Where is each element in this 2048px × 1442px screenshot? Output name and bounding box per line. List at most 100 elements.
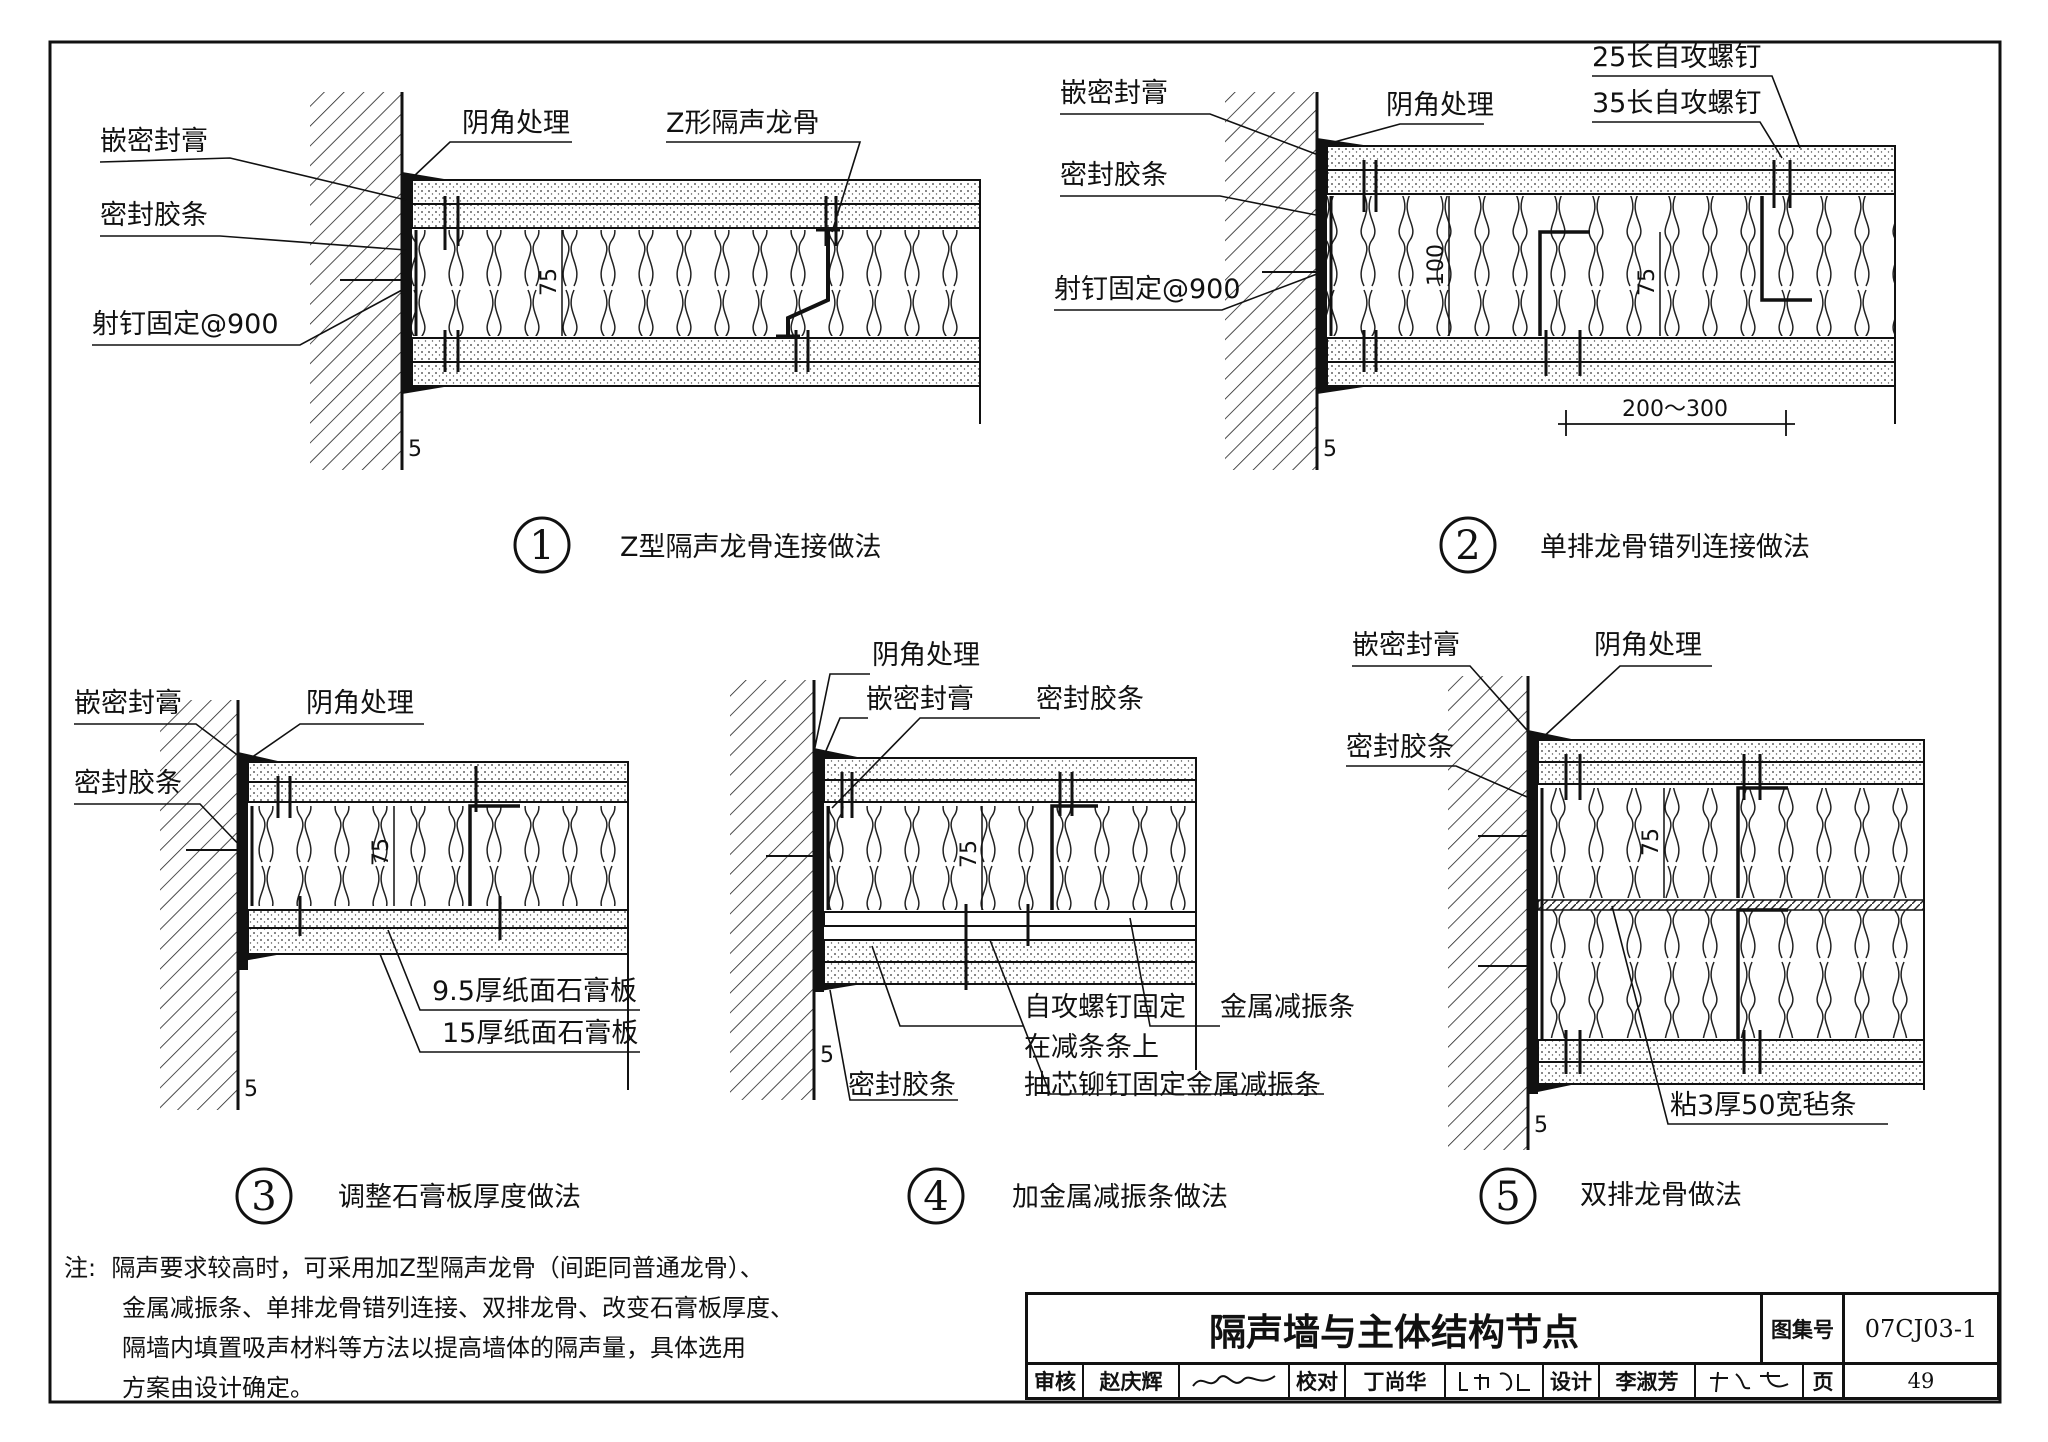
dim-text: 5	[1534, 1113, 1548, 1138]
note-first-line: 注: 隔声要求较高时，可采用加Z型隔声龙骨（间距同普通龙骨）、	[64, 1248, 934, 1288]
label: 35长自攻螺钉	[1592, 88, 1761, 119]
detail-number: 2	[1455, 523, 1480, 569]
dim-text: 5	[1323, 437, 1337, 462]
stud	[1538, 230, 1590, 336]
review-label: 审核	[1028, 1365, 1084, 1397]
stud	[1736, 908, 1788, 1040]
label: 嵌密封膏	[1352, 630, 1460, 661]
checker-name: 丁尚华	[1346, 1365, 1446, 1397]
dim-text: 75	[537, 268, 562, 296]
felt-strip	[1537, 899, 1925, 911]
note-line: 金属减振条、单排龙骨错列连接、双排龙骨、改变石膏板厚度、	[122, 1294, 794, 1322]
dim-text: 75	[1635, 268, 1660, 296]
label: 嵌密封膏	[1060, 78, 1168, 109]
label: 阴角处理	[872, 640, 980, 671]
dim-text: 5	[408, 437, 422, 462]
label: Z形隔声龙骨	[666, 108, 820, 139]
detail-caption: 加金属减振条做法	[1012, 1182, 1228, 1213]
concrete-wall	[730, 680, 814, 1100]
detail-4: 75 5 阴角处理 嵌密封膏 密封胶条 自攻螺钉固定 在减条条上 金属减振条 抽…	[730, 640, 1355, 1225]
sound-insulation-wool	[412, 230, 980, 336]
stud	[1760, 196, 1812, 302]
label: 密封胶条	[1060, 160, 1168, 191]
detail-number: 5	[1495, 1174, 1520, 1220]
sound-insulation-wool	[1538, 788, 1924, 898]
sealing-strip	[1317, 140, 1327, 390]
detail-caption: 单排龙骨错列连接做法	[1540, 532, 1810, 563]
label: 阴角处理	[1594, 630, 1702, 661]
label: 9.5厚纸面石膏板	[432, 976, 637, 1007]
designer-name: 李淑芳	[1600, 1365, 1696, 1397]
label: 嵌密封膏	[100, 126, 208, 157]
label: 抽芯铆钉固定金属减振条	[1024, 1070, 1321, 1101]
sound-insulation-wool	[248, 806, 628, 906]
drawing-title: 隔声墙与主体结构节点	[1028, 1295, 1763, 1365]
dim-text: 200～300	[1622, 397, 1728, 422]
label: 嵌密封膏	[74, 688, 182, 719]
label: 自攻螺钉固定	[1024, 992, 1186, 1023]
checker-signature	[1446, 1365, 1544, 1397]
concrete-wall	[1448, 676, 1528, 1150]
stud	[1736, 786, 1788, 898]
detail-number-circle	[513, 516, 571, 574]
design-label: 设计	[1544, 1365, 1600, 1397]
detail-2: 100 75 200～300 5 嵌密封膏 密封胶条 射钉固定@900 阴角处理…	[1054, 42, 1896, 574]
sound-insulation-wool	[1327, 196, 1895, 336]
label: 密封胶条	[74, 768, 182, 799]
dim-text: 5	[820, 1043, 834, 1068]
detail-5: 75 5 嵌密封膏 密封胶条 阴角处理 粘3厚50宽毡条 5 双排龙骨做法	[1346, 630, 1925, 1225]
label: 阴角处理	[462, 108, 570, 139]
concrete-wall	[160, 700, 238, 1110]
detail-1: 75 5 嵌密封膏 密封胶条 射钉固定@900 阴角处理 Z形隔声龙骨 1 Z型…	[92, 92, 981, 574]
note-line: 方案由设计确定。	[122, 1374, 314, 1402]
reviewer-name: 赵庆辉	[1084, 1365, 1180, 1397]
label: 金属减振条	[1220, 992, 1355, 1023]
label: 15厚纸面石膏板	[442, 1018, 638, 1049]
detail-caption: Z型隔声龙骨连接做法	[620, 532, 882, 563]
check-label: 校对	[1290, 1365, 1346, 1397]
detail-3: 75 5 嵌密封膏 密封胶条 阴角处理 9.5厚纸面石膏板 15厚纸面石膏板 3…	[74, 688, 640, 1225]
title-block: 隔声墙与主体结构节点 图集号 07CJ03-1 审核 赵庆辉 校对 丁尚华 设计…	[1025, 1292, 2000, 1400]
label: 密封胶条	[1346, 732, 1454, 763]
detail-number-circle	[1479, 1167, 1537, 1225]
label: 阴角处理	[1386, 90, 1494, 121]
z-stud	[786, 230, 830, 336]
dim-text: 75	[1639, 828, 1664, 856]
sealing-strip	[814, 752, 824, 992]
note-prefix: 注:	[64, 1254, 97, 1282]
sheet-border	[48, 40, 2002, 1404]
page-number: 49	[1907, 1369, 1935, 1393]
label: 密封胶条	[100, 200, 208, 231]
stud	[1050, 804, 1098, 910]
label: 密封胶条	[1036, 684, 1144, 715]
concrete-wall	[1225, 92, 1317, 470]
page-label: 页	[1804, 1365, 1845, 1397]
detail-number-circle	[1439, 516, 1497, 574]
detail-number-circle	[907, 1167, 965, 1225]
metal-resilient-channel	[823, 911, 1197, 927]
dim-text: 100	[1424, 244, 1449, 286]
detail-number-circle	[235, 1167, 293, 1225]
label: 射钉固定@900	[92, 309, 279, 340]
atlas-label: 图集号	[1763, 1295, 1845, 1365]
design-note: 注: 隔声要求较高时，可采用加Z型隔声龙骨（间距同普通龙骨）、 金属减振条、单排…	[64, 1248, 934, 1408]
label: 密封胶条	[848, 1070, 956, 1101]
reviewer-signature	[1180, 1365, 1290, 1397]
label: 阴角处理	[306, 688, 414, 719]
detail-caption: 双排龙骨做法	[1580, 1180, 1742, 1211]
detail-number: 3	[251, 1174, 276, 1220]
note-line: 隔墙内填置吸声材料等方法以提高墙体的隔声量，具体选用	[122, 1334, 746, 1362]
label: 嵌密封膏	[866, 684, 974, 715]
atlas-number: 07CJ03-1	[1845, 1295, 1997, 1365]
label: 在减条条上	[1024, 1032, 1159, 1063]
note-line: 隔声要求较高时，可采用加Z型隔声龙骨（间距同普通龙骨）、	[111, 1254, 764, 1282]
sealing-strip	[1528, 734, 1538, 1094]
dim-text: 75	[957, 840, 982, 868]
label: 粘3厚50宽毡条	[1670, 1090, 1857, 1121]
sound-insulation-wool	[824, 806, 1196, 910]
sound-insulation-wool	[1538, 910, 1924, 1038]
label: 射钉固定@900	[1054, 274, 1241, 305]
designer-signature	[1696, 1365, 1804, 1397]
detail-number: 1	[529, 523, 554, 569]
